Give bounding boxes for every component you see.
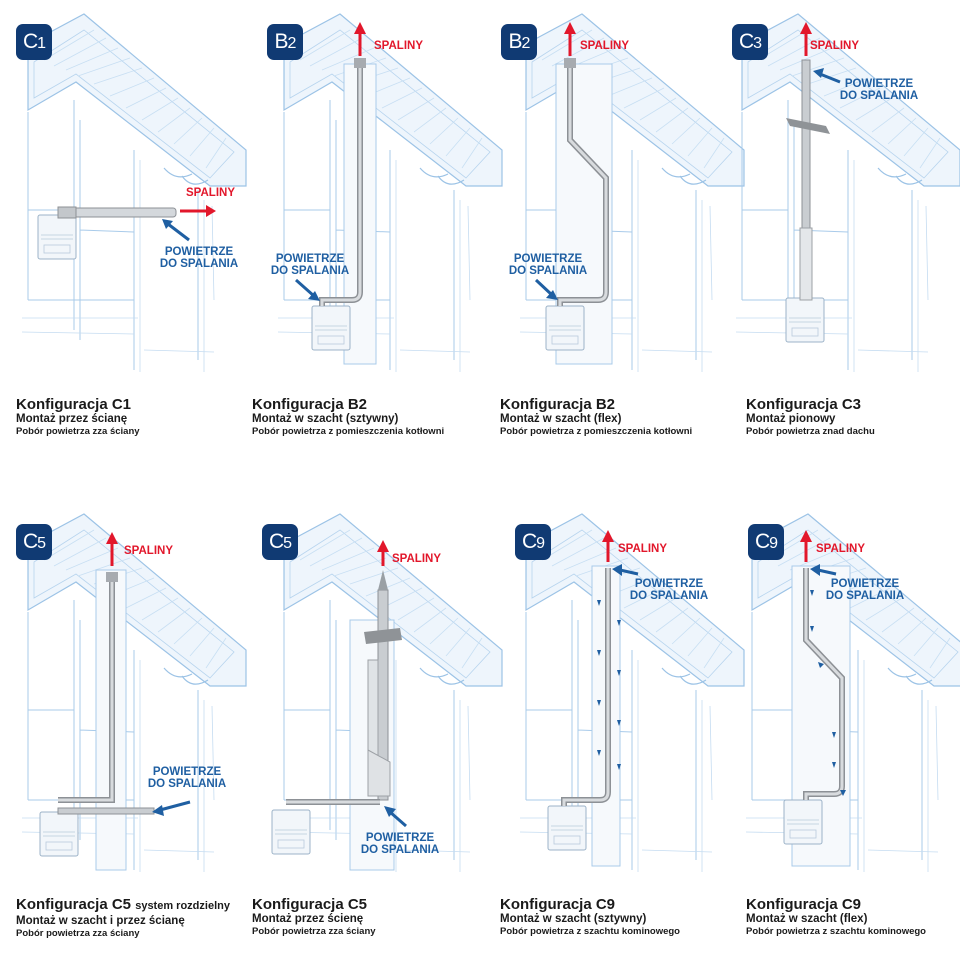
config-caption: Konfiguracja B2 Montaż w szacht (flex) P…	[500, 396, 738, 438]
config-title: Konfiguracja C1	[16, 396, 132, 413]
boiler-icon	[271, 809, 311, 855]
boiler-icon	[39, 811, 79, 857]
exhaust-label: SPALINY	[374, 40, 423, 52]
config-mounting: Montaż w szacht (flex)	[500, 413, 622, 425]
boiler-icon	[311, 305, 351, 351]
exhaust-label: SPALINY	[392, 553, 441, 565]
config-caption: Konfiguracja C3 Montaż pionowy Pobór pow…	[746, 396, 960, 438]
config-title: Konfiguracja C5 system rozdzielny	[16, 896, 230, 913]
config-code-badge: B2	[267, 24, 303, 60]
exhaust-label: SPALINY	[810, 40, 859, 52]
config-title: Konfiguracja B2	[252, 396, 368, 413]
config-caption: Konfiguracja C5 Montaż przez ścienę Pobó…	[252, 896, 490, 938]
diagram-b2-rigid	[277, 13, 503, 373]
air-arrow-icon	[295, 278, 315, 298]
diagram-c5-split	[21, 513, 247, 873]
config-mounting: Montaż w szacht (sztywny)	[252, 413, 399, 425]
config-code-badge: C5	[16, 524, 52, 560]
config-mounting: Montaż przez ścienę	[252, 913, 364, 925]
config-code-badge: C1	[16, 24, 52, 60]
config-caption: Konfiguracja C1 Montaż przez ścianę Pobó…	[16, 396, 254, 438]
diagram-c3	[735, 13, 960, 373]
air-arrow-icon	[389, 810, 407, 828]
exhaust-label: SPALINY	[816, 543, 865, 555]
config-mounting: Montaż w szacht (sztywny)	[500, 913, 647, 925]
air-arrow-icon	[167, 222, 190, 242]
config-caption: Konfiguracja B2 Montaż w szacht (sztywny…	[252, 396, 490, 438]
config-mounting: Montaż pionowy	[746, 413, 836, 425]
diagram-b2-flex	[519, 13, 745, 373]
config-air-intake: Pobór powietrza z pomieszczenia kotłowni	[252, 426, 445, 437]
config-air-intake: Pobór powietrza z pomieszczenia kotłowni	[500, 426, 693, 437]
config-air-intake: Pobór powietrza zza ściany	[16, 426, 140, 437]
boiler-icon	[785, 297, 825, 343]
config-mounting: Montaż w szacht i przez ścianę	[16, 915, 185, 927]
air-arrow-icon	[534, 278, 554, 297]
exhaust-label: SPALINY	[618, 543, 667, 555]
config-mounting: Montaż przez ścianę	[16, 413, 128, 425]
config-air-intake: Pobór powietrza z szachtu kominowego	[500, 926, 680, 937]
config-code-badge: C3	[732, 24, 768, 60]
config-title: Konfiguracja C9	[500, 896, 616, 913]
exhaust-label: SPALINY	[186, 187, 235, 199]
config-mounting: Montaż w szacht (flex)	[746, 913, 868, 925]
config-title: Konfiguracja C3	[746, 396, 862, 413]
boiler-icon	[783, 799, 823, 845]
boiler-icon	[545, 305, 585, 351]
config-air-intake: Pobór powietrza znad dachu	[746, 426, 875, 437]
config-caption: Konfiguracja C9 Montaż w szacht (sztywny…	[500, 896, 738, 938]
air-arrow-icon	[619, 568, 639, 576]
config-title: Konfiguracja C5	[252, 896, 368, 913]
config-title: Konfiguracja C9	[746, 896, 862, 913]
config-code-badge: B2	[501, 24, 537, 60]
diagram-c9-flex	[745, 513, 960, 873]
config-air-intake: Pobór powietrza zza ściany	[16, 928, 140, 939]
air-arrow-icon	[817, 568, 837, 576]
air-arrow-icon	[159, 800, 191, 812]
exhaust-label: SPALINY	[580, 40, 629, 52]
diagram-c1	[21, 13, 247, 373]
air-flow-arrows	[810, 590, 846, 796]
config-air-intake: Pobór powietrza z szachtu kominowego	[746, 926, 926, 937]
config-code-badge: C9	[748, 524, 784, 560]
config-caption: Konfiguracja C9 Montaż w szacht (flex) P…	[746, 896, 960, 938]
config-code-badge: C5	[262, 524, 298, 560]
boiler-icon	[37, 214, 77, 260]
config-air-intake: Pobór powietrza zza ściany	[252, 926, 376, 937]
config-caption: Konfiguracja C5 system rozdzielny Montaż…	[16, 896, 254, 940]
air-flow-arrows	[597, 600, 621, 770]
boiler-icon	[547, 805, 587, 851]
config-title: Konfiguracja B2	[500, 396, 616, 413]
air-intake-pipe	[57, 807, 155, 815]
config-code-badge: C9	[515, 524, 551, 560]
air-arrow-icon	[819, 72, 841, 84]
diagram-c9-rigid	[519, 513, 745, 873]
diagram-c5-wall	[271, 513, 503, 873]
exhaust-label: SPALINY	[124, 545, 173, 557]
